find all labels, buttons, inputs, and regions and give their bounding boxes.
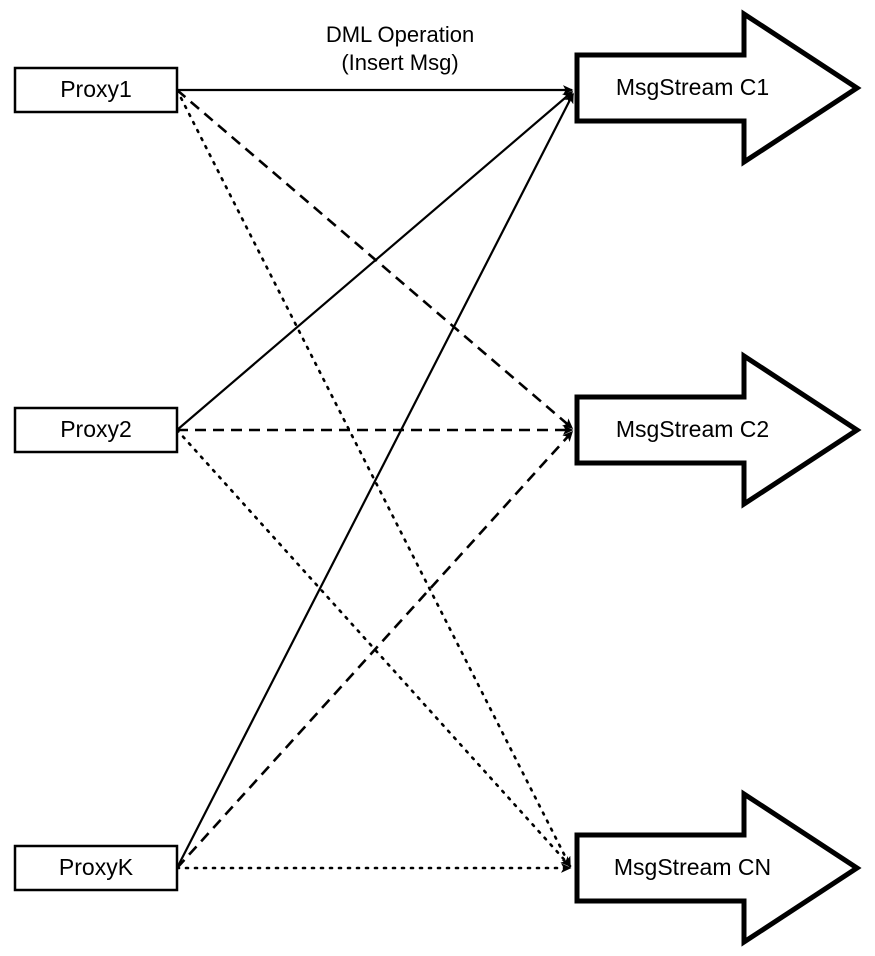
edge-label-line-2: (Insert Msg) xyxy=(341,50,458,75)
connection-proxy1-to-stream-cn xyxy=(175,88,572,868)
edge-label-line-1: DML Operation xyxy=(326,22,474,47)
stream-node-cn[interactable]: MsgStream CN xyxy=(574,789,862,947)
stream-label: MsgStream CN xyxy=(614,854,771,880)
connection-group xyxy=(175,85,574,873)
connection-proxy1-to-stream-c2 xyxy=(176,89,574,429)
connection-proxyk-to-stream-c2 xyxy=(176,430,574,869)
edge-label-dml-operation: DML Operation (Insert Msg) xyxy=(326,22,474,75)
proxy-label: Proxy1 xyxy=(60,76,132,102)
block-arrow-shape[interactable] xyxy=(574,351,862,509)
block-arrow-shape[interactable] xyxy=(574,789,862,947)
proxy-box[interactable] xyxy=(13,844,179,892)
proxy-node-proxyk[interactable]: ProxyK xyxy=(13,844,179,892)
proxy-label: Proxy2 xyxy=(60,416,132,442)
block-arrow-shape[interactable] xyxy=(574,9,862,167)
stream-label: MsgStream C1 xyxy=(616,74,769,100)
connection-proxy2-to-stream-cn xyxy=(175,428,572,868)
connection-proxyk-to-stream-c1 xyxy=(176,92,574,869)
proxy-label: ProxyK xyxy=(59,854,134,880)
proxy-node-proxy1[interactable]: Proxy1 xyxy=(13,66,179,114)
stream-node-c2[interactable]: MsgStream C2 xyxy=(574,351,862,509)
proxy-box[interactable] xyxy=(13,66,179,114)
proxy-box[interactable] xyxy=(13,406,179,454)
stream-node-c1[interactable]: MsgStream C1 xyxy=(574,9,862,167)
proxy-node-proxy2[interactable]: Proxy2 xyxy=(13,406,179,454)
stream-label: MsgStream C2 xyxy=(616,416,769,442)
connection-proxy2-to-stream-c1 xyxy=(176,91,574,431)
